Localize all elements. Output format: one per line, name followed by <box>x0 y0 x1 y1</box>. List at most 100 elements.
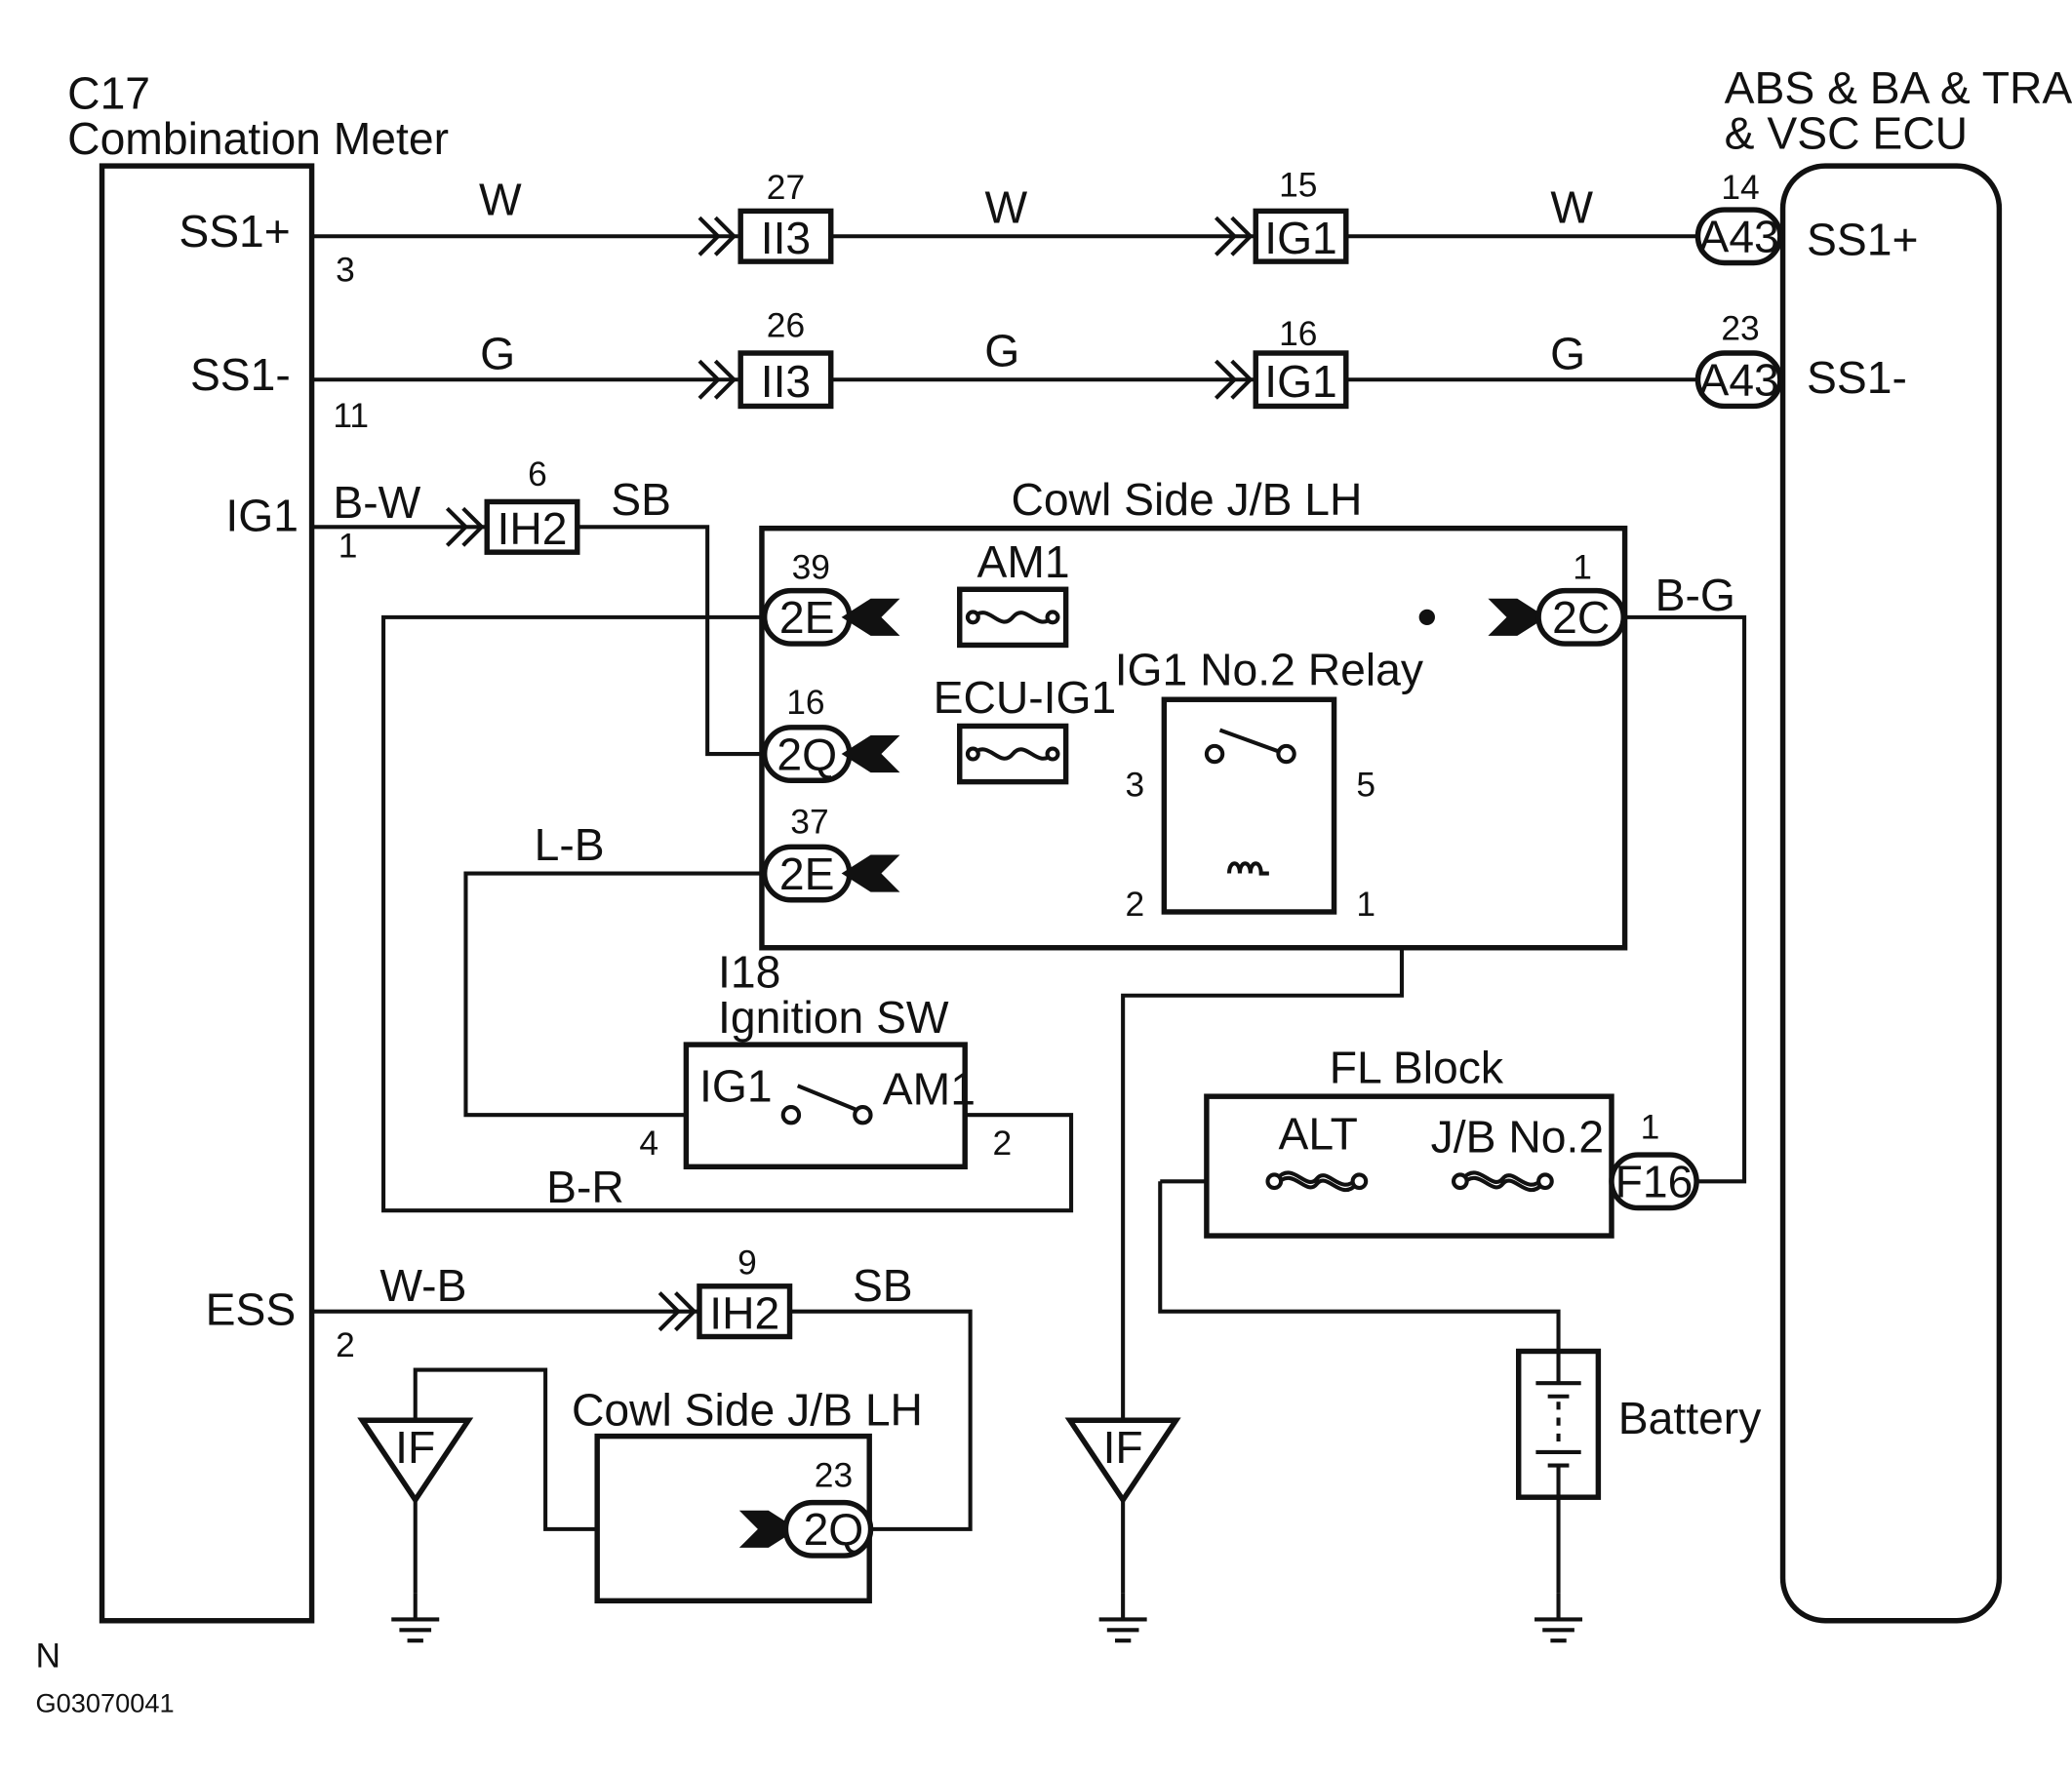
wire-color-label: B-W <box>333 477 420 528</box>
wire-color-label: G <box>984 326 1019 376</box>
diagram-code: G03070041 <box>35 1688 174 1718</box>
connector-pin: 15 <box>1279 166 1317 204</box>
ecu-body <box>1779 163 2003 1624</box>
corner-mark: N <box>35 1637 60 1675</box>
connector-pin: 1 <box>1641 1109 1660 1147</box>
relay-coil-icon <box>1226 861 1269 876</box>
ignition-switch-icon <box>780 1084 873 1125</box>
ground-point-if-icon <box>1064 1417 1181 1505</box>
connector-ig1 <box>1253 350 1349 410</box>
block-title: Cowl Side J/B LH <box>572 1385 923 1436</box>
meter-pin: 1 <box>339 528 358 566</box>
connector-id: 2E <box>779 849 835 899</box>
connector-pin: 23 <box>1721 309 1759 347</box>
fuse-label: ECU-IG1 <box>934 672 1117 723</box>
wire-color-label: W <box>985 182 1028 233</box>
wire-battery-feed <box>1158 1181 1561 1594</box>
ignition-pin: 2 <box>992 1125 1012 1163</box>
connector-ih2 <box>484 498 580 555</box>
ground-icon <box>1534 1593 1582 1640</box>
ecu-name-line2: & VSC ECU <box>1725 107 1968 158</box>
fuse-ecu-ig1-icon <box>960 726 1066 781</box>
meter-terminal-ss1-plus: SS1+ <box>179 206 290 257</box>
ignition-pin: 4 <box>639 1125 658 1163</box>
ignition-contact-ig1: IG1 <box>699 1061 773 1112</box>
connector-2c <box>1535 587 1626 647</box>
connector-ii3 <box>737 350 834 410</box>
connector-ig1 <box>1253 208 1349 264</box>
meter-terminal-ig1: IG1 <box>225 490 299 540</box>
ground-point-if-icon <box>357 1417 474 1505</box>
wire-b-r <box>381 614 1074 1213</box>
connector-a43 <box>1694 350 1783 410</box>
ecu-terminal-ss1-plus: SS1+ <box>1807 214 1918 264</box>
ignition-sw-name: Ignition SW <box>718 992 949 1043</box>
connector-id: 2C <box>1552 592 1610 643</box>
connector-pin: 27 <box>767 169 805 207</box>
connector-id: A43 <box>1698 212 1778 262</box>
wire-color-label: W-B <box>379 1260 466 1311</box>
combination-meter-body <box>99 163 315 1624</box>
connector-pin: 9 <box>737 1244 757 1283</box>
block-title: Cowl Side J/B LH <box>1011 474 1362 525</box>
connector-id: 2Q <box>777 729 837 779</box>
wire-sb-lower <box>790 1309 973 1531</box>
fl-block <box>1204 1093 1614 1239</box>
relay-pin: 1 <box>1356 886 1375 924</box>
ignition-switch <box>683 1042 968 1170</box>
meter-terminal-ss1-minus: SS1- <box>190 349 291 400</box>
connector-id: IG1 <box>1264 356 1337 407</box>
ground-point-label: IF <box>1103 1422 1143 1473</box>
connector-pin: 6 <box>528 455 547 493</box>
relay-pin: 5 <box>1356 767 1375 805</box>
connector-id: II3 <box>761 356 811 407</box>
meter-terminal-ess: ESS <box>206 1283 297 1334</box>
wire-sb-upper <box>578 525 765 757</box>
ground-icon <box>1099 1593 1147 1640</box>
connector-f16 <box>1609 1152 1699 1211</box>
wire-color-label: G <box>1550 328 1585 378</box>
battery-icon <box>1515 1348 1602 1500</box>
connector-2q <box>782 1499 874 1559</box>
connector-pin: 39 <box>792 548 830 586</box>
connector-ih2 <box>697 1283 793 1340</box>
connector-id: IH2 <box>709 1287 779 1338</box>
connector-id: A43 <box>1698 355 1778 406</box>
battery-label: Battery <box>1618 1393 1762 1443</box>
wire-color-label: B-R <box>546 1162 624 1212</box>
relay-switch-icon <box>1204 728 1296 765</box>
connector-pin: 26 <box>767 307 805 345</box>
connector-pin: 16 <box>786 684 824 722</box>
ig1-no2-relay <box>1161 696 1337 915</box>
connector-id: IG1 <box>1264 213 1337 263</box>
meter-pin: 3 <box>336 252 355 290</box>
connector-id: 2Q <box>804 1504 864 1555</box>
wire-l-b <box>463 871 791 1118</box>
wire-color-label: W <box>1550 182 1593 233</box>
junction-dot <box>1418 609 1435 626</box>
relay-pin: 3 <box>1126 767 1145 805</box>
meter-code: C17 <box>67 68 150 119</box>
ignition-sw-code: I18 <box>718 947 780 998</box>
connector-ii3 <box>737 208 834 264</box>
wire-color-label: SB <box>611 474 671 525</box>
fl-block-title: FL Block <box>1330 1043 1504 1093</box>
wire-b-g <box>1623 614 1747 1184</box>
meter-pin: 11 <box>333 397 369 435</box>
connector-id: F16 <box>1615 1157 1693 1207</box>
ground-point-label: IF <box>395 1422 435 1473</box>
connector-pin: 1 <box>1573 548 1592 586</box>
fusible-link-label: J/B No.2 <box>1431 1111 1604 1162</box>
connector-id: 2E <box>779 592 835 643</box>
wire-color-label: G <box>480 328 515 378</box>
fusible-link-label: ALT <box>1278 1109 1357 1160</box>
connector-id: II3 <box>761 213 811 263</box>
relay-name: IG1 No.2 Relay <box>1115 644 1424 694</box>
relay-pin: 2 <box>1126 886 1145 924</box>
meter-pin: 2 <box>336 1326 355 1364</box>
wire-color-label: L-B <box>535 819 605 870</box>
ecu-terminal-ss1-minus: SS1- <box>1807 352 1907 403</box>
connector-a43 <box>1694 207 1783 266</box>
wire-color-label: W <box>479 174 522 224</box>
